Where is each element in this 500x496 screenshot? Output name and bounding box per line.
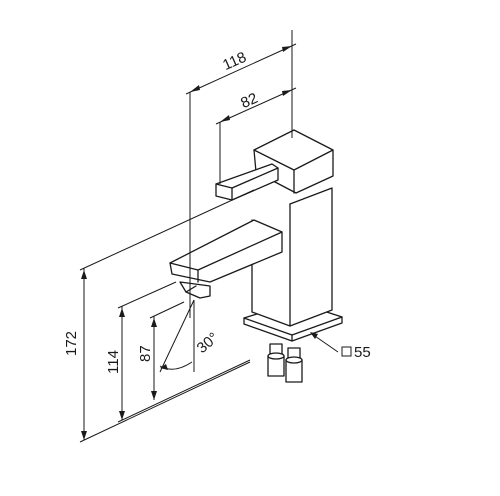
- square-symbol-icon: [341, 346, 352, 357]
- label-118: 118: [220, 49, 249, 74]
- dimension-172: [79, 189, 255, 443]
- dimension-87: [149, 301, 185, 400]
- label-30-degrees: 30°: [194, 329, 222, 357]
- supply-connectors: [267, 343, 303, 383]
- label-82: 82: [238, 90, 260, 112]
- dimension-lines: [79, 30, 352, 443]
- handle-lever: [215, 129, 334, 201]
- label-114: 114: [105, 350, 122, 374]
- label-87: 87: [137, 345, 154, 362]
- dimension-82: [215, 87, 297, 184]
- dimension-114: [117, 281, 251, 423]
- faucet-column: [251, 187, 333, 327]
- dimension-118: [185, 30, 297, 318]
- faucet-outline: [169, 129, 343, 383]
- dimension-base-55: [310, 332, 352, 357]
- label-172: 172: [63, 331, 80, 356]
- angle-30: [159, 299, 195, 373]
- label-base-55: 55: [354, 344, 371, 361]
- faucet-spout: [169, 219, 283, 299]
